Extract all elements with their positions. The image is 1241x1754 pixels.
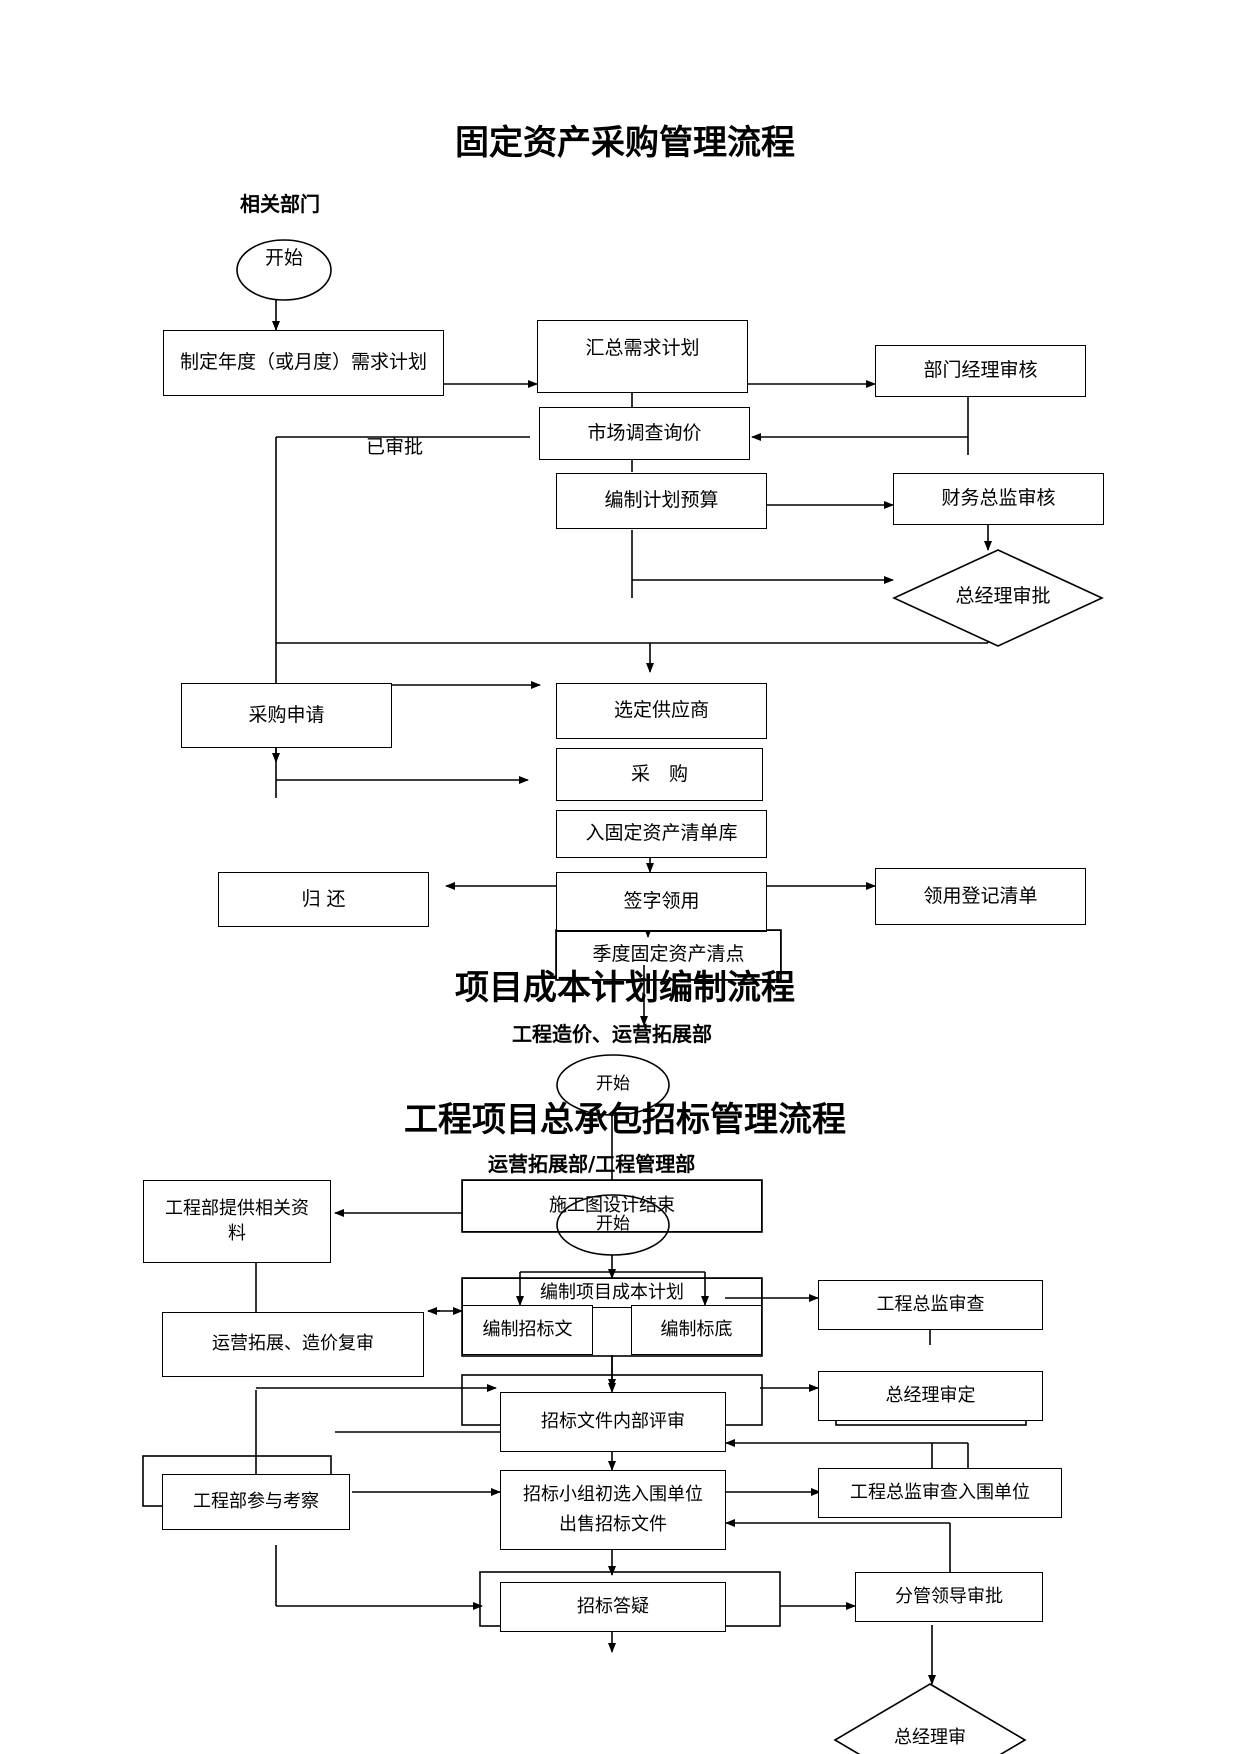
flow1-dept-review: 部门经理审核	[875, 345, 1086, 397]
flow3-gm: 总经理审	[894, 1726, 966, 1748]
flow1-supplier: 选定供应商	[556, 683, 767, 739]
flow1-apply: 采购申请	[181, 683, 392, 748]
flow1-summary: 汇总需求计划	[537, 320, 748, 393]
flow2-chief-review: 工程总监审查	[818, 1280, 1043, 1330]
flow3-bid-doc: 编制招标文	[462, 1305, 593, 1355]
flow1-purchase: 采 购	[556, 748, 763, 801]
flow3-provide: 工程部提供相关资料	[143, 1180, 331, 1263]
flow3-leader: 分管领导审批	[855, 1572, 1043, 1622]
flow1-quarter: 季度固定资产清点	[556, 930, 781, 980]
flow1-make-plan: 制定年度（或月度）需求计划	[163, 330, 444, 396]
flow1-sign: 签字领用	[556, 872, 767, 932]
flow1-market: 市场调查询价	[539, 407, 750, 460]
flow3-base-price: 编制标底	[631, 1305, 762, 1355]
flow3-shortlist: 招标小组初选入围单位 出售招标文件	[500, 1470, 726, 1550]
flow3-provide-label: 工程部提供相关资料	[165, 1198, 309, 1244]
flow3-shortlist-label: 招标小组初选入围单位	[523, 1483, 703, 1505]
flow3-internal-review: 招标文件内部评审	[500, 1392, 726, 1452]
flow2-construction-end: 施工图设计结束	[462, 1180, 762, 1232]
flow1-start: 开始	[264, 247, 303, 270]
subtitle-cost-dept: 工程造价、运营拓展部	[512, 1022, 712, 1046]
flow2-gm-decide: 总经理审定	[818, 1371, 1043, 1421]
flow2-start: 开始	[596, 1073, 630, 1094]
flow2-start-shape	[556, 1054, 670, 1116]
flow3-sell-label: 出售招标文件	[559, 1514, 667, 1535]
title-asset-purchase: 固定资产采购管理流程	[455, 123, 795, 163]
flow3-recheck: 运营拓展、造价复审	[162, 1312, 424, 1377]
flow1-approved: 已审批	[366, 436, 424, 458]
flow1-budget: 编制计划预算	[556, 473, 767, 529]
title-cost-plan: 项目成本计划编制流程	[455, 968, 795, 1008]
flow3-qa: 招标答疑	[500, 1582, 726, 1632]
flow1-cfo-review: 财务总监审核	[893, 473, 1104, 525]
flow1-gm-approve-shape	[892, 549, 1104, 647]
subtitle-bid-dept: 运营拓展部/工程管理部	[488, 1152, 696, 1176]
flow1-return: 归 还	[218, 872, 429, 927]
flow3-inspect: 工程部参与考察	[162, 1474, 350, 1530]
flow3-gm-shape	[833, 1683, 1027, 1754]
flow3-chief-shortlist: 工程总监审查入围单位	[818, 1468, 1062, 1518]
flow1-start-shape	[236, 239, 332, 301]
flow3-start: 开始	[596, 1213, 630, 1234]
subtitle-related-dept: 相关部门	[240, 192, 320, 216]
title-bid-management: 工程项目总承包招标管理流程	[404, 1100, 846, 1140]
flow1-register: 领用登记清单	[875, 868, 1086, 925]
flow1-gm-approve: 总经理审批	[955, 585, 1051, 608]
flow1-stock: 入固定资产清单库	[556, 810, 767, 858]
flow2-compile: 编制项目成本计划	[462, 1278, 762, 1308]
flow3-start-shape	[556, 1194, 670, 1256]
flow1-make-plan-label: 制定年度（或月度）需求计划	[180, 351, 428, 374]
